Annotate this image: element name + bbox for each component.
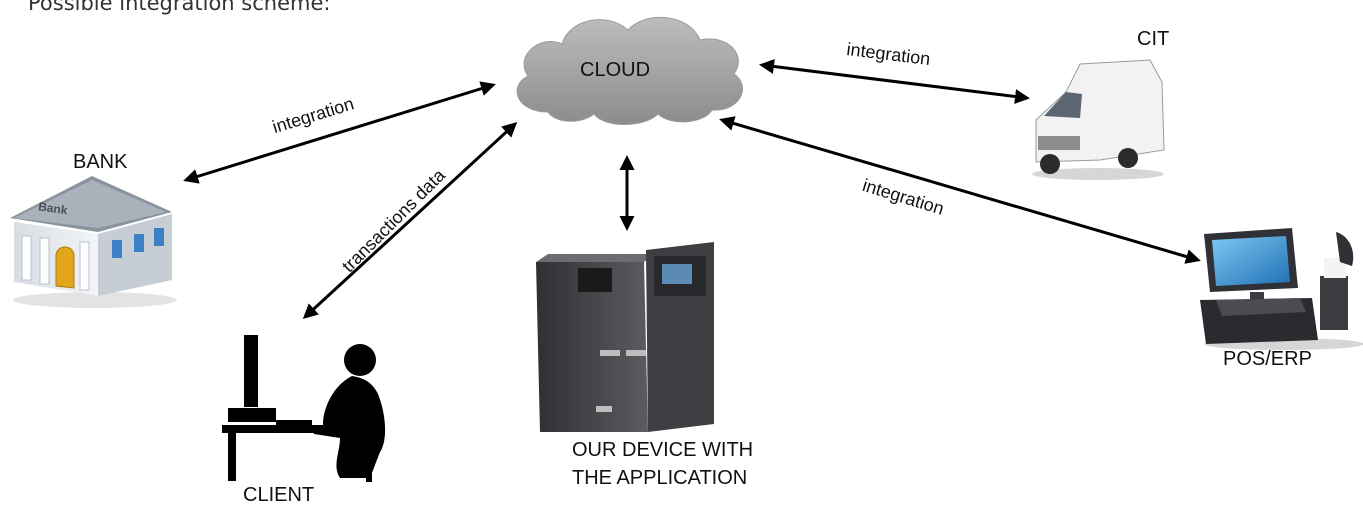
svg-text:Bank: Bank: [37, 199, 68, 217]
cit-van-icon: [1032, 59, 1165, 180]
cloud-icon: [516, 16, 744, 125]
page-heading: Possible integration scheme:: [28, 0, 331, 15]
cloud-label: CLOUD: [580, 59, 651, 81]
client-computer-icon: [222, 335, 386, 482]
device-label-line1: OUR DEVICE WITH: [572, 439, 754, 461]
edge-client-cloud: [302, 121, 518, 320]
bank-building-icon: Bank: [10, 176, 177, 308]
cit-label: CIT: [1137, 28, 1170, 50]
device-machine-icon: [536, 242, 714, 432]
pos-label: POS/ERP: [1223, 348, 1312, 370]
device-label: OUR DEVICE WITH THE APPLICATION: [572, 436, 753, 492]
edge-cloud-pos: [719, 116, 1201, 264]
pos-terminal-icon: [1200, 228, 1363, 350]
client-label: CLIENT: [243, 484, 315, 506]
edge-cloud-cit: [759, 59, 1030, 104]
connectors: [183, 59, 1201, 320]
device-label-line2: THE APPLICATION: [572, 467, 748, 489]
bank-label: BANK: [73, 151, 128, 173]
